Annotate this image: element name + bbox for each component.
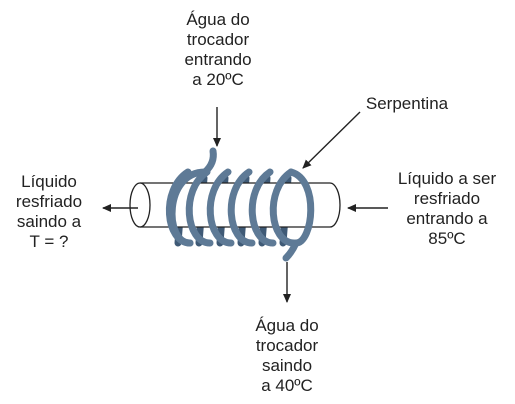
coil-front: [165, 147, 315, 262]
liquid-in-label: Líquido a ser resfriado entrando a 85ºC: [386, 169, 508, 249]
water-out-label: Água do trocador saindo a 40ºC: [237, 316, 337, 396]
water-in-line: trocador: [186, 30, 250, 49]
liquid-in-line: entrando a: [406, 209, 488, 228]
liquid-in-line: resfriado: [413, 189, 481, 208]
coil-label-text: Serpentina: [365, 94, 449, 113]
water-in-line: Água do: [186, 10, 250, 29]
coil-label: Serpentina: [352, 94, 462, 114]
liquid-in-line: 85ºC: [428, 229, 466, 248]
water-out-line: Água do: [255, 316, 319, 335]
liquid-out-line: Líquido: [21, 172, 77, 191]
liquid-out-label: Líquido resfriado saindo a T = ?: [6, 172, 92, 252]
coil-pointer-arrow: [302, 111, 361, 169]
liquid-out-line: T = ?: [29, 232, 69, 251]
water-in-line: a 20ºC: [192, 70, 244, 89]
liquid-out-line: saindo a: [16, 212, 82, 231]
water-in-label: Água do trocador entrando a 20ºC: [168, 10, 268, 90]
water-in-line: entrando: [184, 50, 252, 69]
liquid-in-line: Líquido a ser: [397, 169, 497, 188]
water-out-line: trocador: [255, 336, 319, 355]
liquid-out-line: resfriado: [15, 192, 83, 211]
water-out-line: saindo: [261, 356, 313, 375]
water-out-line: a 40ºC: [261, 376, 313, 395]
